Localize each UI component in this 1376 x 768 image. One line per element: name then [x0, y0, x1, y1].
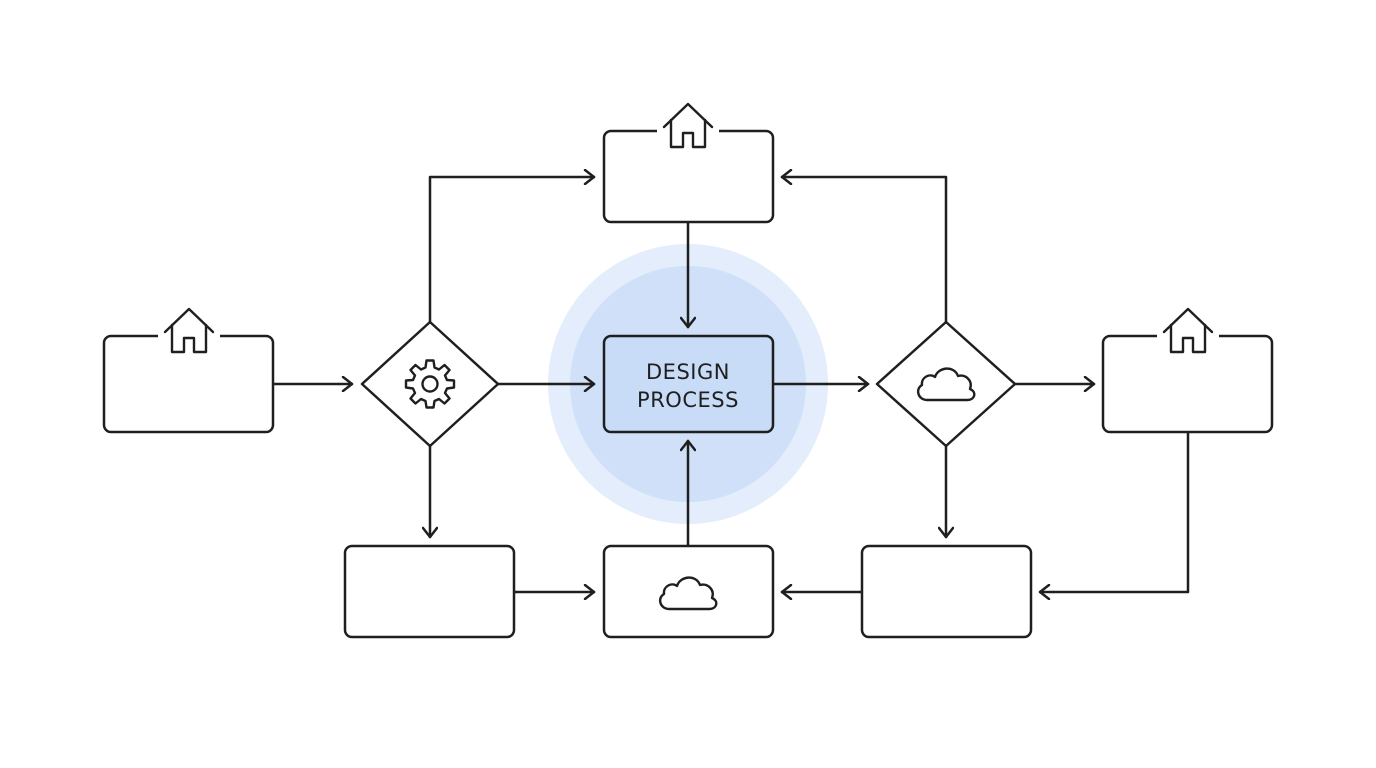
node-bottom-left-box[interactable]	[343, 544, 516, 639]
center-label-line2: PROCESS	[637, 388, 739, 412]
cloud-icon	[658, 576, 718, 611]
edge-gear-to-top	[428, 177, 596, 324]
node-left-box[interactable]	[102, 307, 275, 434]
node-bottom-right-box[interactable]	[860, 544, 1033, 639]
edge-right-to-bottom-right	[1038, 430, 1190, 592]
nodes: DESIGN PROCESS	[102, 102, 1274, 639]
house-icon	[662, 102, 714, 149]
node-top-box[interactable]	[602, 102, 775, 224]
center-label-line1: DESIGN	[646, 360, 730, 384]
edges	[271, 177, 1190, 592]
node-cloud-decision[interactable]	[875, 320, 1017, 448]
edge-cloud-to-top	[780, 177, 948, 324]
node-right-box[interactable]	[1101, 307, 1274, 434]
house-icon	[1162, 307, 1214, 354]
cloud-icon	[916, 367, 976, 402]
gear-icon	[404, 359, 456, 409]
node-gear-decision[interactable]	[360, 320, 500, 448]
house-icon	[163, 307, 215, 354]
node-bottom-center-box[interactable]	[602, 544, 775, 639]
node-design-process[interactable]: DESIGN PROCESS	[602, 334, 775, 434]
